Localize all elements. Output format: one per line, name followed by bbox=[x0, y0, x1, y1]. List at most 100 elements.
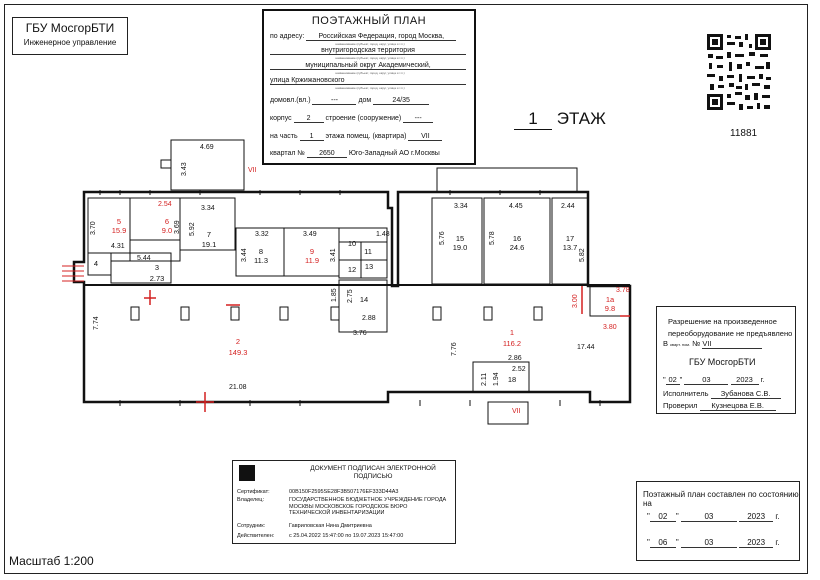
section-mark: VII bbox=[512, 408, 521, 415]
plan-header-stamp: ПОЭТАЖНЫЙ ПЛАН по адресу: Российская Фед… bbox=[262, 9, 476, 165]
checker-name: Кузнецова Е.В. bbox=[699, 401, 776, 411]
svg-text:19.0: 19.0 bbox=[453, 243, 468, 252]
cert-label: Сертификат: bbox=[237, 489, 270, 495]
organization-name: ГБУ МосгорБТИ bbox=[25, 21, 115, 35]
state-year: 2023 bbox=[739, 538, 774, 548]
dim-label: 5.44 bbox=[137, 255, 151, 262]
hint-text: наименование (субъект, город, округ, ули… bbox=[335, 56, 405, 60]
room-11: 11 bbox=[364, 247, 372, 256]
address-hint-4: наименование (субъект, город, округ, ули… bbox=[270, 86, 470, 90]
svg-text:1а: 1а bbox=[606, 295, 615, 304]
dim-label: 4.45 bbox=[509, 203, 523, 210]
svg-text:2.73: 2.73 bbox=[150, 274, 165, 283]
address-line-3: муниципальный округ Академический, bbox=[270, 62, 470, 70]
executor-label: Исполнитель bbox=[663, 389, 709, 398]
dim-label: 3.41 bbox=[330, 248, 337, 262]
dim-label: 3.78 bbox=[616, 287, 630, 294]
kvartal-line: квартал № 2650 Юго-Западный АО г.Москвы bbox=[270, 150, 470, 158]
dim-label: 7.74 bbox=[93, 316, 100, 330]
svg-text:15.9: 15.9 bbox=[112, 226, 127, 235]
dim-label: 2.75 bbox=[347, 289, 354, 303]
room-3: 32.73 bbox=[150, 263, 165, 283]
room-5: 515.9 bbox=[112, 217, 127, 235]
date-month: 03 bbox=[684, 375, 729, 385]
room-13: 13 bbox=[365, 262, 373, 271]
room-18: 18 bbox=[508, 375, 516, 384]
redevelopment-stamp: Разрешение на произведенное переоборудов… bbox=[656, 306, 796, 414]
room-12: 12 bbox=[348, 265, 356, 274]
svg-text:19.1: 19.1 bbox=[202, 240, 217, 249]
dim-label: 3.34 bbox=[454, 203, 468, 210]
dim-label: 2.86 bbox=[508, 355, 522, 362]
state-year: 2023 bbox=[739, 512, 774, 522]
state-date-stamp: Поэтажный план составлен по состоянию на… bbox=[636, 481, 800, 561]
kvartira-line: В кварт. пом. № VII bbox=[663, 339, 763, 349]
date-year: 2023 bbox=[730, 375, 759, 385]
section-mark: VII bbox=[248, 167, 257, 174]
svg-text:5: 5 bbox=[117, 217, 121, 226]
dimension-labels: 4.69 3.43 2.54 3.34 3.70 4.31 5.92 3.69 … bbox=[90, 144, 630, 415]
dim-label: 3.80 bbox=[603, 324, 617, 331]
kvartal-label: квартал № bbox=[270, 150, 305, 157]
address-line-1: по адресу: Российская Федерация, город М… bbox=[270, 33, 470, 41]
moscow-emblem-icon bbox=[239, 465, 255, 481]
svg-text:1: 1 bbox=[510, 328, 514, 337]
dim-label: 3.69 bbox=[174, 220, 181, 234]
dim-label: 5.82 bbox=[579, 248, 586, 262]
owner-label: Владелец: bbox=[237, 497, 264, 503]
korpus-value: 2 bbox=[293, 115, 324, 123]
svg-text:9: 9 bbox=[310, 247, 314, 256]
part-label: на часть bbox=[270, 133, 298, 140]
dim-label: 5.92 bbox=[189, 222, 196, 236]
svg-text:17: 17 bbox=[566, 234, 574, 243]
svg-text:13: 13 bbox=[365, 262, 373, 271]
kvartira-sub: кварт. пом. bbox=[670, 342, 691, 347]
dim-label: 3.00 bbox=[572, 294, 579, 308]
valid-label: Действителен: bbox=[237, 533, 275, 539]
kvartira-prefix: В bbox=[663, 339, 669, 348]
room-8: 811.3 bbox=[254, 247, 268, 265]
korpus-line: корпус 2 строение (сооружение) --- bbox=[270, 115, 470, 123]
dim-label: 17.44 bbox=[577, 344, 595, 351]
executor-name: Зубанова С.В. bbox=[710, 389, 781, 399]
employee-row: Сотрудник:Гавриловская Нина Дмитриевна bbox=[237, 523, 449, 530]
room-10: 10 bbox=[348, 239, 356, 248]
dim-label: 3.70 bbox=[90, 221, 97, 235]
kvartira-num-label: № bbox=[692, 339, 701, 348]
address-label: по адресу: bbox=[270, 33, 305, 40]
scale-label: Масштаб 1:200 bbox=[9, 554, 94, 568]
sheet-border bbox=[4, 4, 808, 574]
korpus-label: корпус bbox=[270, 115, 292, 122]
executor-line: Исполнитель Зубанова С.В. bbox=[663, 389, 781, 399]
cert-value: 00B150F2595SE28F3B507176EF333D44A3 bbox=[289, 489, 399, 495]
svg-text:9.0: 9.0 bbox=[162, 226, 172, 235]
district-value: Юго-Западный АО г.Москвы bbox=[348, 150, 440, 157]
svg-text:7: 7 bbox=[207, 230, 211, 239]
dim-label: 4.69 bbox=[200, 144, 214, 151]
address-value-2: внутригородская территория bbox=[270, 47, 466, 55]
dim-label: 5.76 bbox=[439, 231, 446, 245]
dim-label: 1.48 bbox=[376, 231, 390, 238]
owner-row: Владелец:ГОСУДАРСТВЕННОЕ БЮДЖЕТНОЕ УЧРЕЖ… bbox=[237, 497, 449, 517]
electronic-signature-stamp: ДОКУМЕНТ ПОДПИСАН ЭЛЕКТРОННОЙ ПОДПИСЬЮ С… bbox=[232, 460, 456, 544]
svg-text:4: 4 bbox=[94, 259, 98, 268]
date-suffix: г. bbox=[760, 375, 765, 384]
redevelopment-org: ГБУ МосгорБТИ bbox=[689, 357, 756, 367]
dom-value: 24/35 bbox=[373, 97, 430, 105]
svg-text:18: 18 bbox=[508, 375, 516, 384]
dim-label: 2.54 bbox=[158, 201, 172, 208]
part-value: 1 bbox=[299, 133, 324, 141]
room-14: 14 bbox=[360, 295, 368, 304]
address-value-1: Российская Федерация, город Москва, bbox=[306, 33, 457, 41]
stroenie-label: строение (сооружение) bbox=[325, 115, 402, 122]
dim-label: 2.88 bbox=[362, 315, 376, 322]
svg-text:9.8: 9.8 bbox=[605, 304, 615, 313]
qr-code-image bbox=[705, 32, 773, 112]
room-6: 69.0 bbox=[162, 217, 172, 235]
svg-text:12: 12 bbox=[348, 265, 356, 274]
